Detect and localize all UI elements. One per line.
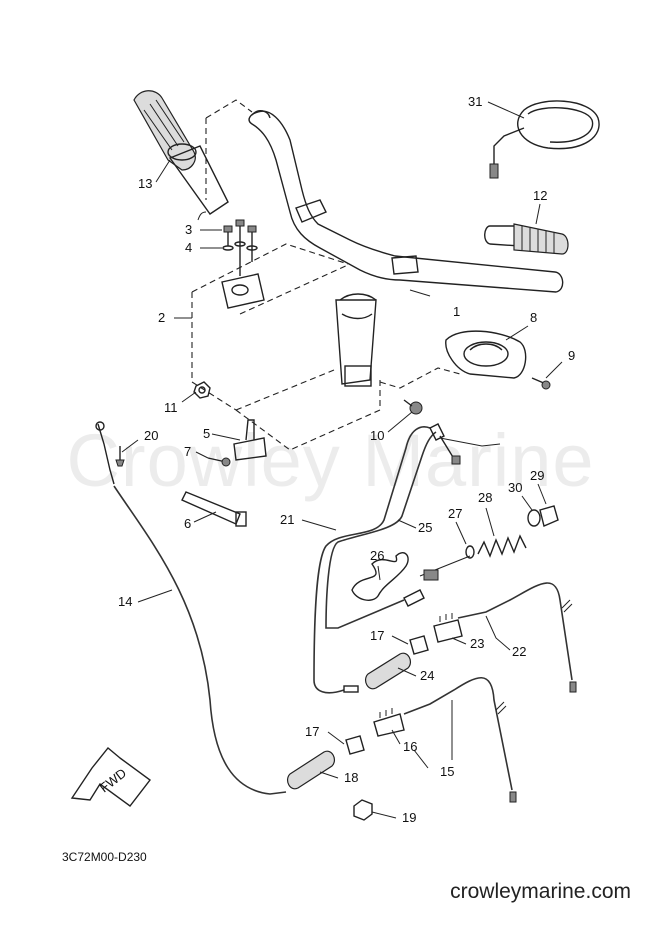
handlebar — [248, 110, 564, 293]
collar-17-lower — [345, 735, 365, 755]
collar-17-upper — [409, 635, 429, 655]
callout-20: 20 — [144, 428, 158, 443]
callout-17-lower: 17 — [305, 724, 319, 739]
bolt-7 — [207, 457, 231, 467]
handlebar-holder — [335, 293, 377, 387]
callout-5: 5 — [203, 426, 210, 441]
callout-1: 1 — [453, 304, 460, 319]
callout-24: 24 — [420, 668, 434, 683]
callout-25: 25 — [418, 520, 432, 535]
site-footer: crowleymarine.com — [450, 880, 631, 903]
callout-15: 15 — [440, 764, 454, 779]
bolt-10 — [403, 399, 423, 415]
callout-10: 10 — [370, 428, 384, 443]
callout-19: 19 — [402, 810, 416, 825]
bracket-5 — [233, 419, 267, 461]
sleeve-24 — [364, 652, 412, 690]
callout-21: 21 — [280, 512, 294, 527]
nut-19 — [353, 799, 373, 821]
leader-lines — [121, 101, 563, 819]
spring-clip — [351, 552, 409, 601]
mirror — [489, 100, 600, 179]
screw-20 — [115, 446, 125, 467]
callout-2: 2 — [158, 310, 165, 325]
callout-28: 28 — [478, 490, 492, 505]
callout-3: 3 — [185, 222, 192, 237]
connector-16 — [373, 708, 405, 737]
callout-31: 31 — [468, 94, 482, 109]
callout-8: 8 — [530, 310, 537, 325]
cable-21-25 — [313, 423, 501, 694]
callout-16: 16 — [403, 739, 417, 754]
callout-18: 18 — [344, 770, 358, 785]
washer-27 — [465, 545, 475, 559]
spring-28 — [403, 534, 527, 607]
cable-22 — [457, 582, 577, 693]
callout-12: 12 — [533, 188, 547, 203]
callout-22: 22 — [512, 644, 526, 659]
callout-30: 30 — [508, 480, 522, 495]
callout-17-upper: 17 — [370, 628, 384, 643]
cable-15 — [403, 677, 517, 803]
callout-29: 29 — [530, 468, 544, 483]
callout-23: 23 — [470, 636, 484, 651]
drawing-code: 3C72M00-D230 — [62, 850, 147, 864]
callout-6: 6 — [184, 516, 191, 531]
callout-11: 11 — [164, 400, 178, 415]
cable-tie — [181, 491, 247, 527]
callout-9: 9 — [568, 348, 575, 363]
handlebar-cover — [445, 330, 527, 379]
screw-9 — [531, 377, 551, 390]
upper-holder — [221, 273, 265, 309]
callout-26: 26 — [370, 548, 384, 563]
callout-labels: 1 2 3 4 5 6 7 8 9 10 11 12 13 14 15 16 1… — [118, 94, 575, 825]
cable-14 — [95, 421, 287, 795]
connector-23 — [433, 613, 463, 643]
callout-7: 7 — [184, 444, 191, 459]
nut-11 — [193, 381, 211, 399]
callout-13: 13 — [138, 176, 152, 191]
callout-27: 27 — [448, 506, 462, 521]
right-grip — [484, 223, 569, 255]
assembly-boundary — [191, 99, 461, 451]
sleeve-18 — [286, 750, 336, 790]
left-grip — [133, 90, 229, 215]
adjuster-30 — [527, 509, 541, 527]
adjuster-29 — [539, 505, 559, 527]
fwd-label: FWD — [97, 765, 130, 795]
fwd-arrow — [70, 747, 151, 807]
callout-14: 14 — [118, 594, 132, 609]
callout-4: 4 — [185, 240, 192, 255]
